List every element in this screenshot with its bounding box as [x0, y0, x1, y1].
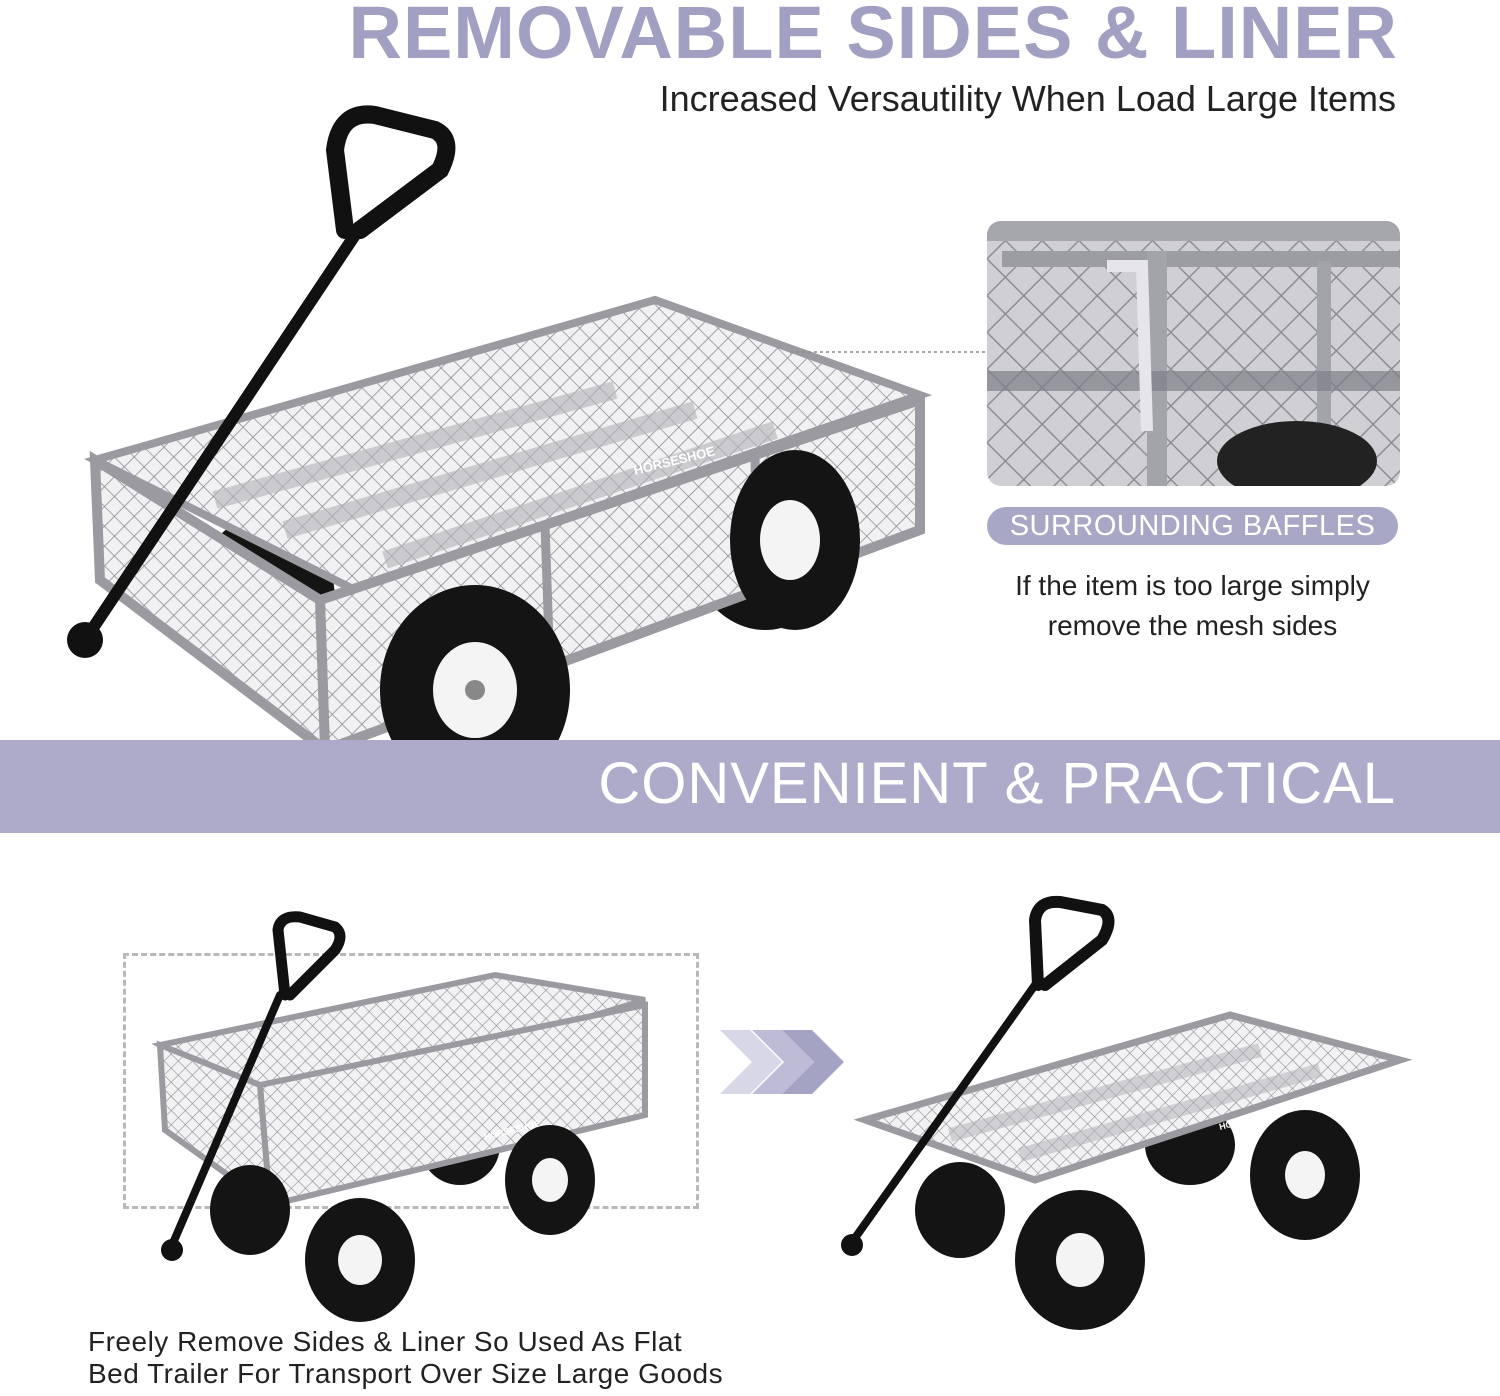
callout-leader-line — [790, 351, 985, 356]
baffles-description: If the item is too large simply remove t… — [987, 566, 1398, 646]
section-band — [0, 740, 1500, 833]
surrounding-baffles-badge: SURROUNDING BAFFLES — [987, 507, 1398, 545]
caption-line: Bed Trailer For Transport Over Size Larg… — [88, 1358, 724, 1389]
description-line: remove the mesh sides — [1047, 610, 1338, 641]
chevron-double-right-icon — [720, 1030, 844, 1094]
caption-line: Freely Remove Sides & Liner So Used As F… — [88, 1326, 683, 1357]
sides-highlight-box — [123, 953, 699, 1209]
wagon-with-sides-image: HORSESHOE — [67, 105, 933, 795]
band-title: CONVENIENT & PRACTICAL — [598, 751, 1396, 816]
bottom-caption: Freely Remove Sides & Liner So Used As F… — [88, 1326, 848, 1390]
headline: REMOVABLE SIDES & LINER — [348, 0, 1398, 74]
wagon-before-image: HORSESHOE — [151, 911, 648, 1322]
wagon-flatbed-image: HORSESHOE — [841, 895, 1413, 1330]
description-line: If the item is too large simply — [1015, 570, 1370, 601]
subheadline: Increased Versautility When Load Large I… — [659, 78, 1396, 119]
detail-closeup-image — [987, 221, 1400, 486]
